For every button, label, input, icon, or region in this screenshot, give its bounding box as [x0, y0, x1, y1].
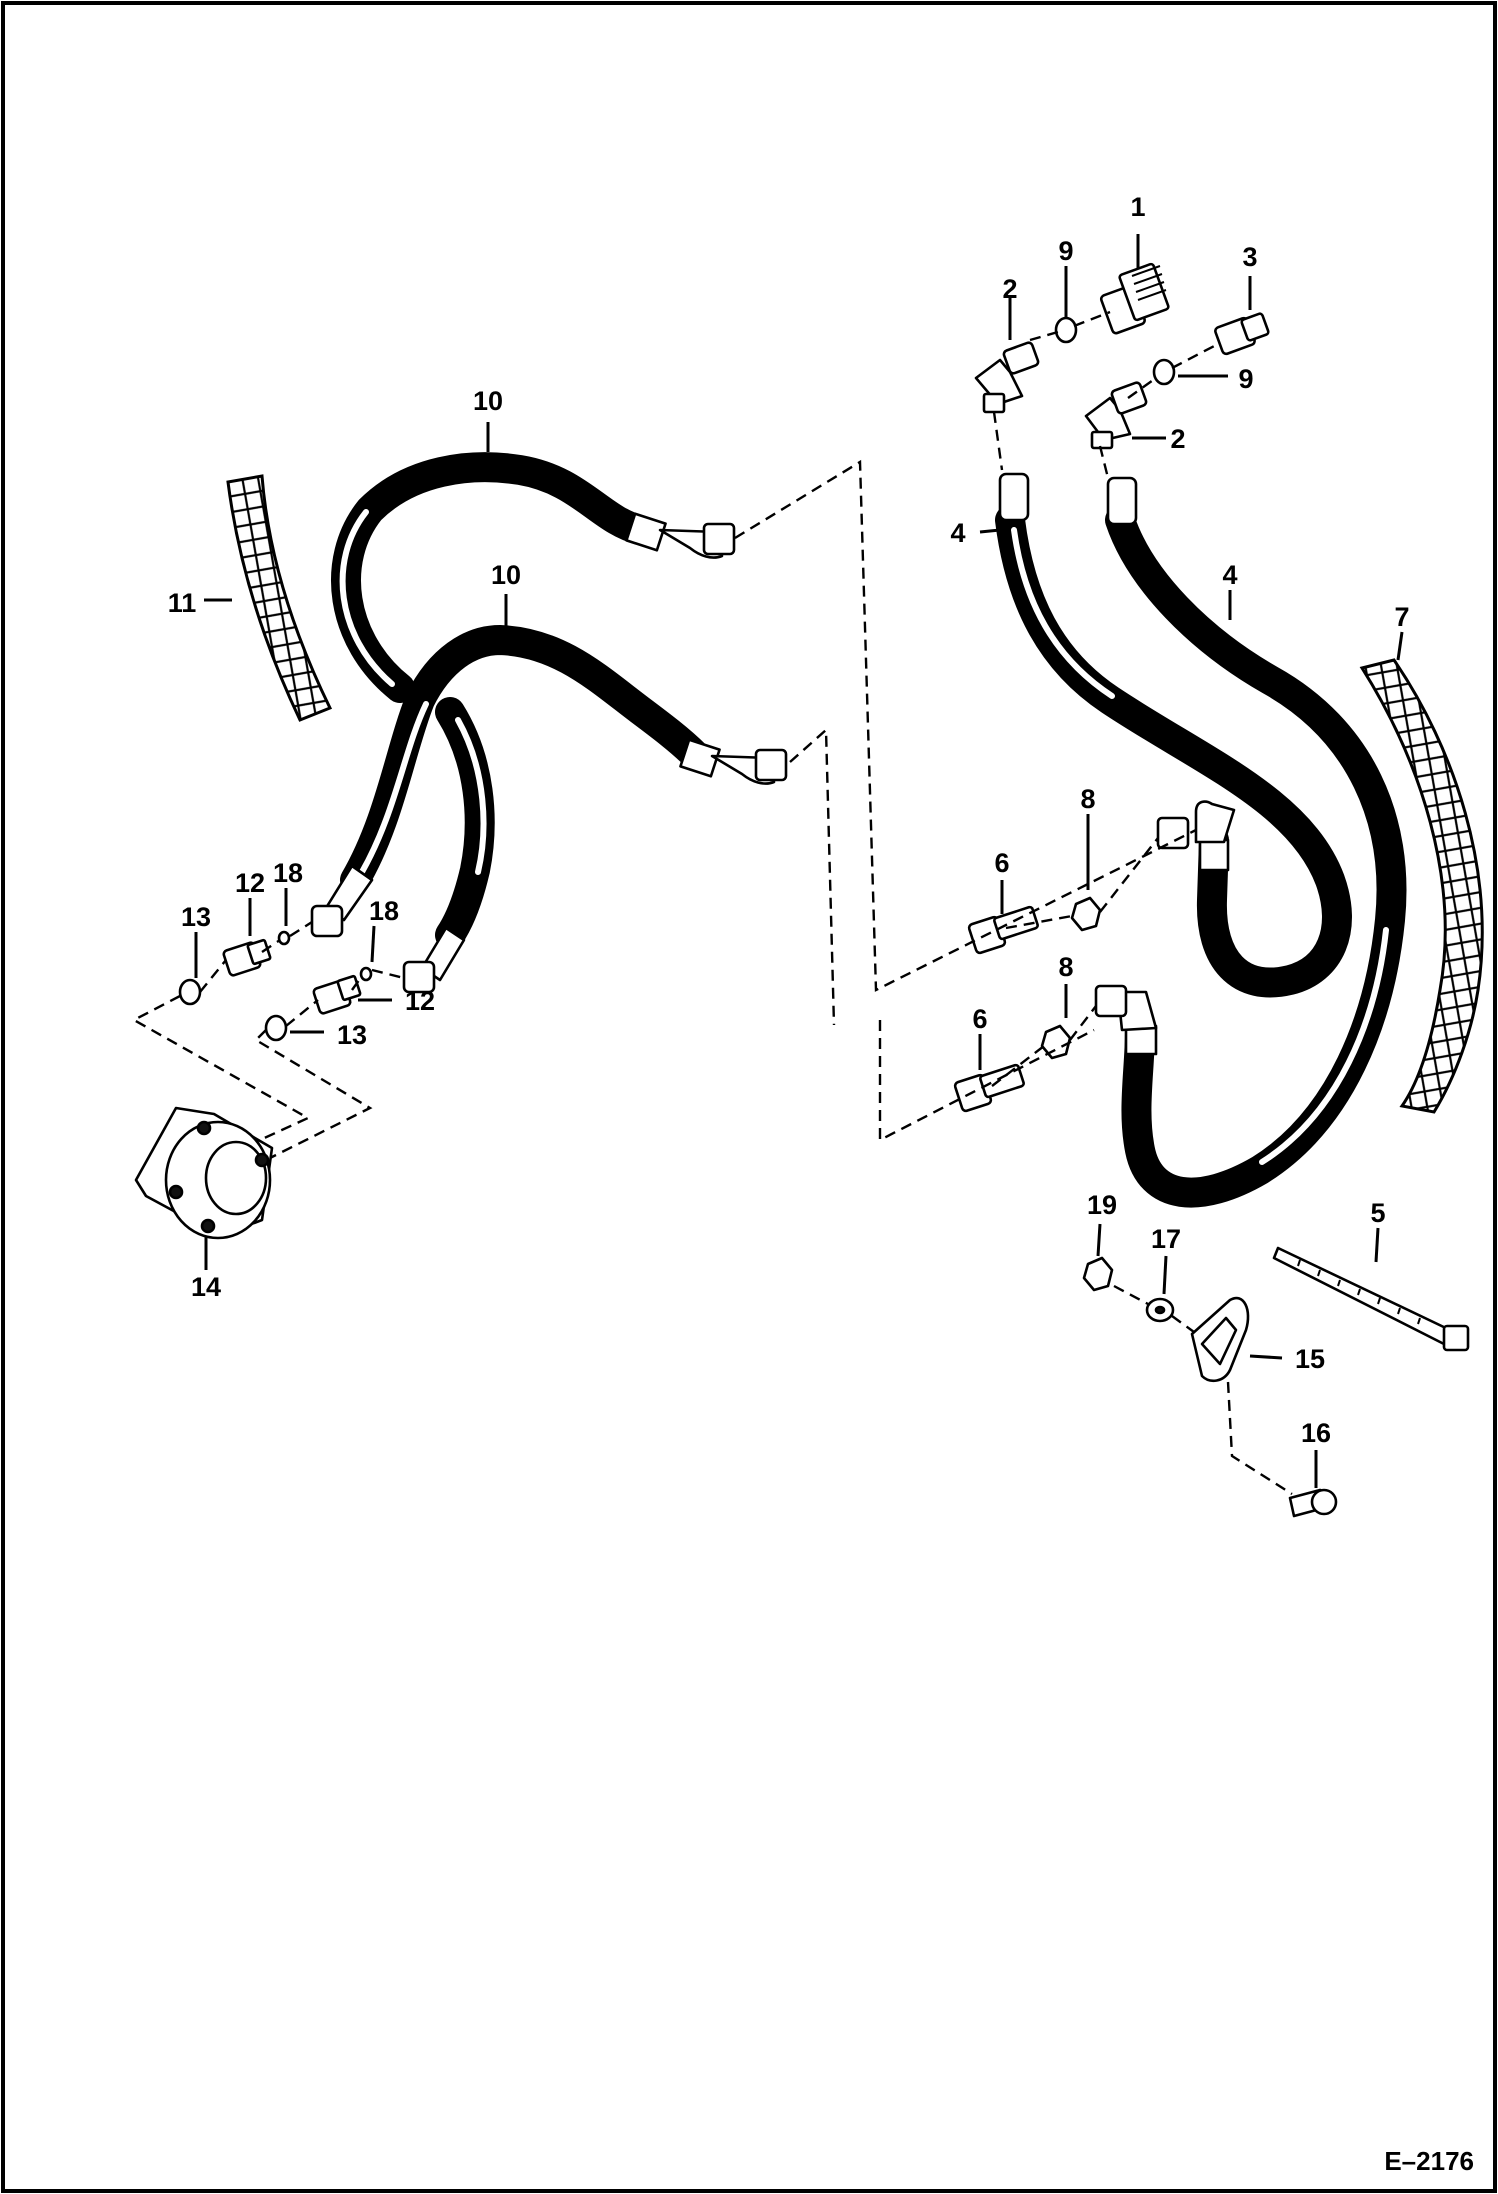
callout-6-lower: 6: [972, 1004, 987, 1034]
hose-4-top-fittings: [998, 472, 1138, 526]
callout-2-lower: 2: [1170, 424, 1185, 454]
callout-17: 17: [1151, 1224, 1181, 1254]
callout-9-lower: 9: [1238, 364, 1253, 394]
clamp-15: [1190, 1296, 1250, 1383]
callout-10-lower: 10: [491, 560, 521, 590]
callout-1: 1: [1130, 192, 1145, 222]
callout-16: 16: [1301, 1418, 1331, 1448]
callout-8-lower: 8: [1058, 952, 1073, 982]
hose-10-left-fittings: [310, 864, 466, 994]
callout-7: 7: [1394, 602, 1409, 632]
callout-9-upper: 9: [1058, 236, 1073, 266]
callout-4-right: 4: [1222, 560, 1237, 590]
callout-13-upper: 13: [181, 902, 211, 932]
callout-5: 5: [1370, 1198, 1385, 1228]
fitting-12-upper: [222, 938, 272, 977]
connection-lines: [131, 310, 1293, 1496]
callout-14: 14: [191, 1272, 221, 1302]
oring-13-lower: [264, 1014, 288, 1042]
callout-4-left: 4: [950, 518, 965, 548]
bolt-16: [1288, 1488, 1338, 1518]
leader-lines: [194, 234, 1404, 1488]
hydraulic-motor-14: [134, 1106, 274, 1240]
callout-12-upper: 12: [235, 868, 265, 898]
nut-19: [1082, 1256, 1114, 1292]
sleeve-7: [1359, 658, 1484, 1114]
hose-10-upper: [331, 452, 655, 703]
callout-11: 11: [168, 588, 197, 618]
fitting-3: [1214, 312, 1270, 356]
cable-tie-5: [1272, 1246, 1470, 1352]
hose-10-upper-fitting: [625, 512, 736, 559]
callout-18-lower: 18: [369, 896, 399, 926]
hose-4-left: [995, 505, 1352, 998]
callout-3: 3: [1242, 242, 1257, 272]
callout-15: 15: [1295, 1344, 1325, 1374]
callouts: 1 2 2 3 4 4 5 6 6 7 8 8 9 9 10 10 11 12 …: [168, 192, 1410, 1448]
nut-8-upper: [1070, 896, 1102, 932]
callout-6-upper: 6: [994, 848, 1009, 878]
oring-18-upper: [277, 930, 291, 946]
drawing-code: E–2176: [1384, 2146, 1474, 2176]
fitting-1: [1099, 262, 1170, 335]
callout-13-lower: 13: [337, 1020, 367, 1050]
callout-12-lower: 12: [405, 986, 435, 1016]
callout-8-upper: 8: [1080, 784, 1095, 814]
oring-18-lower: [359, 966, 373, 982]
callout-18-upper: 18: [273, 858, 303, 888]
callout-2-upper: 2: [1002, 274, 1017, 304]
oring-9-lower: [1152, 358, 1176, 386]
hose-4-elbows: [1094, 800, 1236, 1056]
callout-10-upper: 10: [473, 386, 503, 416]
hose-10-lower-fitting: [679, 738, 788, 785]
washer-17: [1145, 1297, 1175, 1323]
sleeve-11: [226, 474, 333, 722]
callout-19: 19: [1087, 1190, 1117, 1220]
hose-4-right: [1105, 505, 1407, 1208]
fitting-12-lower: [312, 974, 362, 1015]
nut-8-lower: [1040, 1024, 1072, 1060]
oring-13-upper: [178, 978, 202, 1006]
oring-9-upper: [1054, 316, 1078, 344]
hose-10-lower: [340, 625, 710, 950]
